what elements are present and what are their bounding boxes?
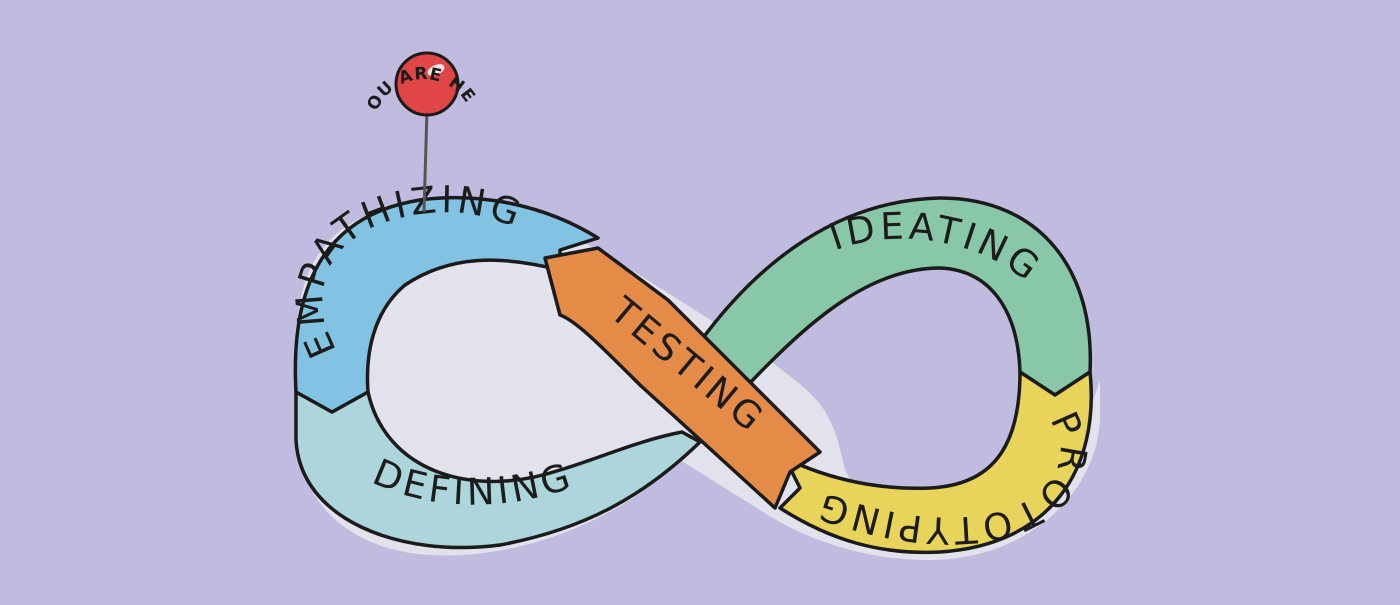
stage-segment-defining	[294, 390, 702, 550]
stage-segment-empathizing	[293, 195, 600, 414]
stage-segment-testing	[543, 246, 822, 510]
pin-marker: YOU ARE HERE	[0, 0, 478, 213]
stage-segment-prototyping	[778, 370, 1093, 555]
stage-label-prototyping: PROTOTYPING	[810, 405, 1095, 552]
stage-segment-ideating	[698, 196, 1093, 397]
pin-highlight	[427, 64, 445, 76]
pin-needle	[422, 109, 429, 213]
